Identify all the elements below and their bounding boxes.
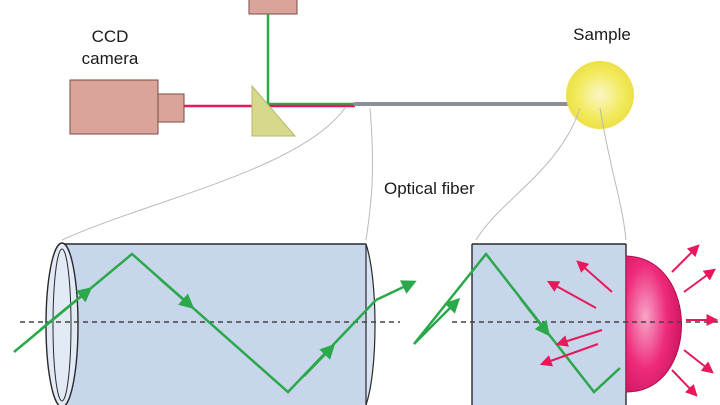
laser-source-box bbox=[248, 0, 298, 15]
emission-arrows-inner bbox=[539, 260, 613, 367]
camera-label-line1: CCD bbox=[92, 27, 129, 46]
light-arrow-left-3 bbox=[303, 343, 336, 377]
sample-sphere-icon bbox=[566, 61, 634, 129]
light-arrow-left-exit bbox=[375, 280, 417, 302]
fiber-tip-right bbox=[471, 243, 627, 405]
light-arrow-left-1 bbox=[39, 287, 93, 331]
camera-label-line2: camera bbox=[82, 49, 139, 68]
emission-lens-icon bbox=[625, 255, 682, 393]
fiber-label: Optical fiber bbox=[384, 179, 475, 198]
prism-icon bbox=[251, 84, 297, 137]
emission-arrows-outer bbox=[671, 244, 719, 397]
sample-label: Sample bbox=[573, 25, 631, 44]
light-arrow-right-mid bbox=[519, 297, 550, 337]
light-arrow-left-2 bbox=[159, 278, 195, 309]
ccd-camera-icon bbox=[69, 79, 185, 135]
zoom-guide-lines bbox=[61, 107, 627, 241]
